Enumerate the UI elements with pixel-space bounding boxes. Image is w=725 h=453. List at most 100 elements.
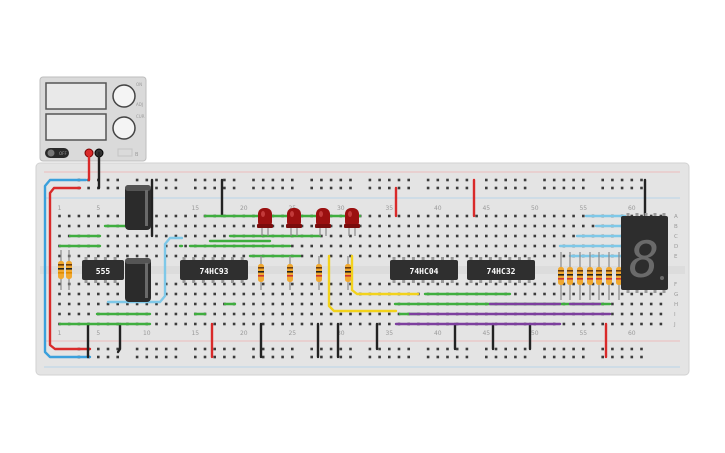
hole[interactable] xyxy=(446,214,449,218)
hole[interactable] xyxy=(620,302,624,306)
hole[interactable] xyxy=(455,234,459,238)
hole[interactable] xyxy=(126,254,129,258)
hole[interactable] xyxy=(358,244,362,248)
hole[interactable] xyxy=(407,214,410,218)
hole[interactable] xyxy=(388,234,391,238)
rail-hole[interactable] xyxy=(407,178,410,182)
hole[interactable] xyxy=(232,292,236,296)
hole[interactable] xyxy=(378,254,381,258)
resistor-led-3[interactable] xyxy=(316,256,322,290)
hole[interactable] xyxy=(203,302,207,306)
hole[interactable] xyxy=(320,244,323,248)
rail-hole[interactable] xyxy=(630,347,634,351)
hole[interactable] xyxy=(582,224,585,228)
hole[interactable] xyxy=(97,214,100,218)
hole[interactable] xyxy=(523,214,527,218)
rail-hole[interactable] xyxy=(135,178,139,182)
rail-hole[interactable] xyxy=(271,178,275,182)
hole[interactable] xyxy=(174,254,178,258)
hole[interactable] xyxy=(611,312,614,316)
hole[interactable] xyxy=(640,292,643,296)
hole[interactable] xyxy=(329,322,333,326)
hole[interactable] xyxy=(572,292,575,296)
hole[interactable] xyxy=(436,214,440,218)
hole[interactable] xyxy=(455,244,459,248)
rail-hole[interactable] xyxy=(329,355,333,359)
rail-hole[interactable] xyxy=(252,186,255,190)
hole[interactable] xyxy=(184,224,187,228)
rail-hole[interactable] xyxy=(601,347,604,351)
rail-hole[interactable] xyxy=(261,178,265,182)
hole[interactable] xyxy=(455,224,459,228)
rail-hole[interactable] xyxy=(223,347,226,351)
rail-hole[interactable] xyxy=(620,186,624,190)
hole[interactable] xyxy=(310,322,313,326)
hole[interactable] xyxy=(426,214,430,218)
hole[interactable] xyxy=(87,254,90,258)
hole[interactable] xyxy=(261,292,265,296)
rail-hole[interactable] xyxy=(543,355,546,359)
rail-hole[interactable] xyxy=(320,178,323,182)
power-supply[interactable]: ON ADJ CUR OFF B xyxy=(39,76,147,162)
hole[interactable] xyxy=(514,282,517,286)
hole[interactable] xyxy=(155,322,158,326)
rail-hole[interactable] xyxy=(572,355,575,359)
rail-hole[interactable] xyxy=(320,186,323,190)
hole[interactable] xyxy=(67,302,71,306)
hole[interactable] xyxy=(388,282,391,286)
rail-hole[interactable] xyxy=(640,347,643,351)
hole[interactable] xyxy=(77,254,81,258)
hole[interactable] xyxy=(126,244,129,248)
rail-hole[interactable] xyxy=(514,355,517,359)
hole[interactable] xyxy=(252,322,255,326)
hole[interactable] xyxy=(174,244,178,248)
hole[interactable] xyxy=(388,302,391,306)
hole[interactable] xyxy=(455,254,459,258)
hole[interactable] xyxy=(310,302,313,306)
hole[interactable] xyxy=(368,234,372,238)
hole[interactable] xyxy=(407,254,410,258)
hole[interactable] xyxy=(485,244,488,248)
rail-hole[interactable] xyxy=(562,347,566,351)
hole[interactable] xyxy=(659,292,663,296)
rail-hole[interactable] xyxy=(329,178,333,182)
hole[interactable] xyxy=(155,224,158,228)
hole[interactable] xyxy=(194,282,197,286)
hole[interactable] xyxy=(388,312,391,316)
hole[interactable] xyxy=(368,224,372,228)
hole[interactable] xyxy=(213,302,216,306)
hole[interactable] xyxy=(562,292,566,296)
hole[interactable] xyxy=(194,292,197,296)
hole[interactable] xyxy=(329,312,333,316)
rail-hole[interactable] xyxy=(203,355,207,359)
hole[interactable] xyxy=(591,292,595,296)
rail-hole[interactable] xyxy=(378,178,381,182)
hole[interactable] xyxy=(281,302,284,306)
hole[interactable] xyxy=(300,292,304,296)
hole[interactable] xyxy=(291,244,294,248)
hole[interactable] xyxy=(582,322,585,326)
hole[interactable] xyxy=(67,312,71,316)
rail-hole[interactable] xyxy=(271,186,275,190)
hole[interactable] xyxy=(116,292,119,296)
rail-hole[interactable] xyxy=(368,347,372,351)
hole[interactable] xyxy=(261,282,265,286)
rail-hole[interactable] xyxy=(155,178,158,182)
hole[interactable] xyxy=(261,322,265,326)
hole[interactable] xyxy=(475,254,478,258)
hole[interactable] xyxy=(300,302,304,306)
rail-hole[interactable] xyxy=(601,355,604,359)
hole[interactable] xyxy=(358,254,362,258)
hole[interactable] xyxy=(194,254,197,258)
hole[interactable] xyxy=(281,322,284,326)
rail-hole[interactable] xyxy=(494,186,498,190)
hole[interactable] xyxy=(77,214,81,218)
hole[interactable] xyxy=(562,224,566,228)
hole[interactable] xyxy=(261,302,265,306)
rail-hole[interactable] xyxy=(97,355,100,359)
rail-hole[interactable] xyxy=(504,178,507,182)
hole[interactable] xyxy=(407,282,410,286)
hole[interactable] xyxy=(203,292,207,296)
hole[interactable] xyxy=(620,312,624,316)
rail-hole[interactable] xyxy=(232,186,236,190)
